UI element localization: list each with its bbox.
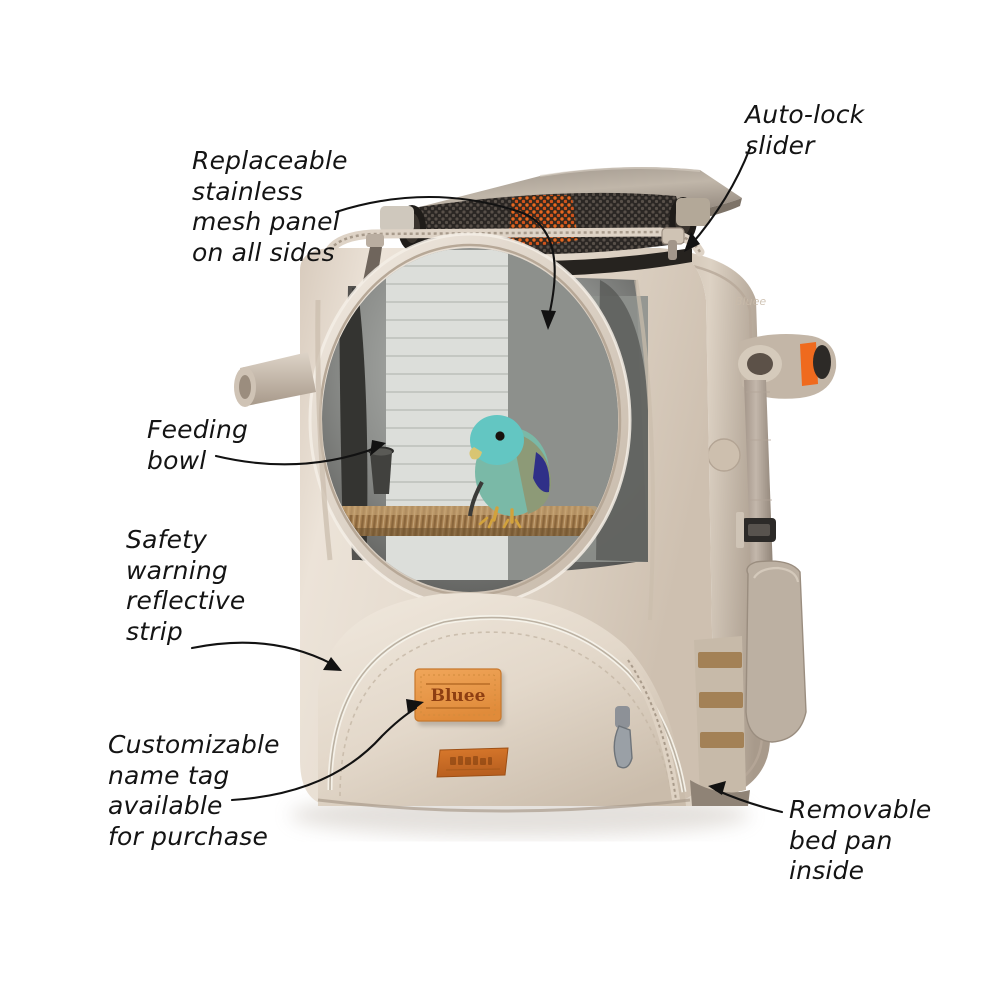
auto-lock-slider[interactable] (661, 227, 685, 260)
front-left-seam (315, 299, 333, 561)
rope-perch (330, 506, 598, 536)
shoulder-strap (736, 380, 807, 743)
left-rolled-strap (234, 352, 316, 407)
bird-wing-blue (533, 452, 550, 493)
bird-toes (478, 516, 522, 529)
callout-feeding-bowl: Feeding bowl (147, 415, 249, 475)
name-tag-text: Bluee (431, 686, 486, 706)
orange-clip[interactable] (800, 342, 818, 386)
front-right-seam (634, 279, 655, 621)
bird-parrotlet (468, 415, 552, 529)
mesh-end-cap-left (380, 206, 414, 232)
callout-mesh-panel: Replaceable stainless mesh panel on all … (192, 146, 348, 267)
name-tag[interactable]: Bluee (414, 668, 504, 726)
pocket-zipper-pull[interactable] (613, 706, 633, 769)
bird-tail (468, 481, 484, 517)
bottom-seam (317, 798, 691, 813)
callout-auto-lock-slider: Auto-lock slider (745, 100, 865, 160)
viewing-window (308, 232, 632, 608)
brand-patch (436, 747, 509, 778)
pocket-zipper[interactable] (624, 657, 680, 801)
mesh-orange-highlight (508, 194, 578, 246)
side-vent (708, 439, 740, 471)
callout-reflective-strip: Safety warning reflective strip (126, 525, 246, 646)
black-clip[interactable] (813, 345, 831, 379)
strap-pouch (745, 560, 807, 743)
bird-eye (495, 431, 505, 441)
callout-bed-pan: Removable bed pan inside (789, 795, 932, 885)
brand-emboss: Bluee (735, 295, 766, 308)
mesh-end-cap-right (676, 198, 710, 226)
strap-buckle[interactable] (736, 512, 776, 548)
bird-legs (492, 506, 514, 524)
bird-wing (512, 432, 552, 514)
bird-head (470, 415, 524, 465)
bird-beak (469, 447, 482, 460)
callout-name-tag: Customizable name tag available for purc… (108, 730, 280, 851)
